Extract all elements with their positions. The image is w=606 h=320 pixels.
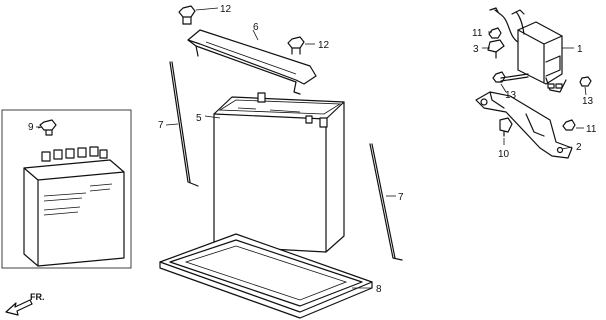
bolt-part-11-top	[488, 27, 502, 39]
rod-part-7-left	[169, 61, 199, 187]
tray-part-8	[159, 233, 373, 319]
inset-battery-group	[1, 109, 132, 269]
rod-part-7-right	[369, 143, 403, 261]
callout-8: 8	[376, 284, 382, 295]
callout-7-left: 7	[158, 120, 164, 131]
inset-battery-caps	[41, 146, 108, 162]
callout-11-right: 11	[586, 124, 597, 135]
front-direction-label: FR.	[30, 292, 45, 302]
clip-part-3	[487, 39, 505, 59]
callout-7-right: 7	[398, 192, 404, 203]
holddown-bar-part-6	[187, 29, 317, 95]
callout-labels: 12 6 12 5 7 7 8 9 1 2 3 10 11 11 13 13	[28, 4, 597, 295]
callout-6: 6	[253, 22, 259, 33]
callout-13-left: 13	[505, 90, 517, 101]
inset-frame	[1, 109, 132, 269]
callout-10: 10	[498, 149, 510, 160]
nut-part-12-mid	[287, 36, 305, 55]
inset-battery-label-lines	[43, 183, 113, 216]
callout-1: 1	[577, 44, 583, 55]
wire-harness	[489, 7, 525, 43]
bolt-part-11-right	[562, 119, 576, 131]
leader-lines	[36, 7, 587, 289]
callout-11-top: 11	[472, 28, 483, 39]
bracket-part-2	[475, 91, 573, 159]
inset-battery	[23, 159, 125, 267]
callout-2: 2	[576, 142, 582, 153]
callout-5: 5	[196, 113, 202, 124]
bolt-part-13-left	[492, 71, 529, 83]
callout-12-mid: 12	[318, 40, 330, 51]
cap-part-9	[37, 119, 57, 136]
callout-12-top: 12	[220, 4, 232, 15]
callout-3: 3	[473, 44, 479, 55]
nut-part-12-top	[178, 5, 196, 25]
callout-13-right: 13	[582, 96, 594, 107]
clip-part-10	[499, 117, 513, 137]
battery-part-5	[213, 92, 345, 253]
front-direction-arrow: FR.	[5, 292, 45, 316]
bolt-part-13-right	[579, 76, 592, 87]
callout-9: 9	[28, 122, 34, 133]
relay-part-1	[517, 21, 567, 93]
